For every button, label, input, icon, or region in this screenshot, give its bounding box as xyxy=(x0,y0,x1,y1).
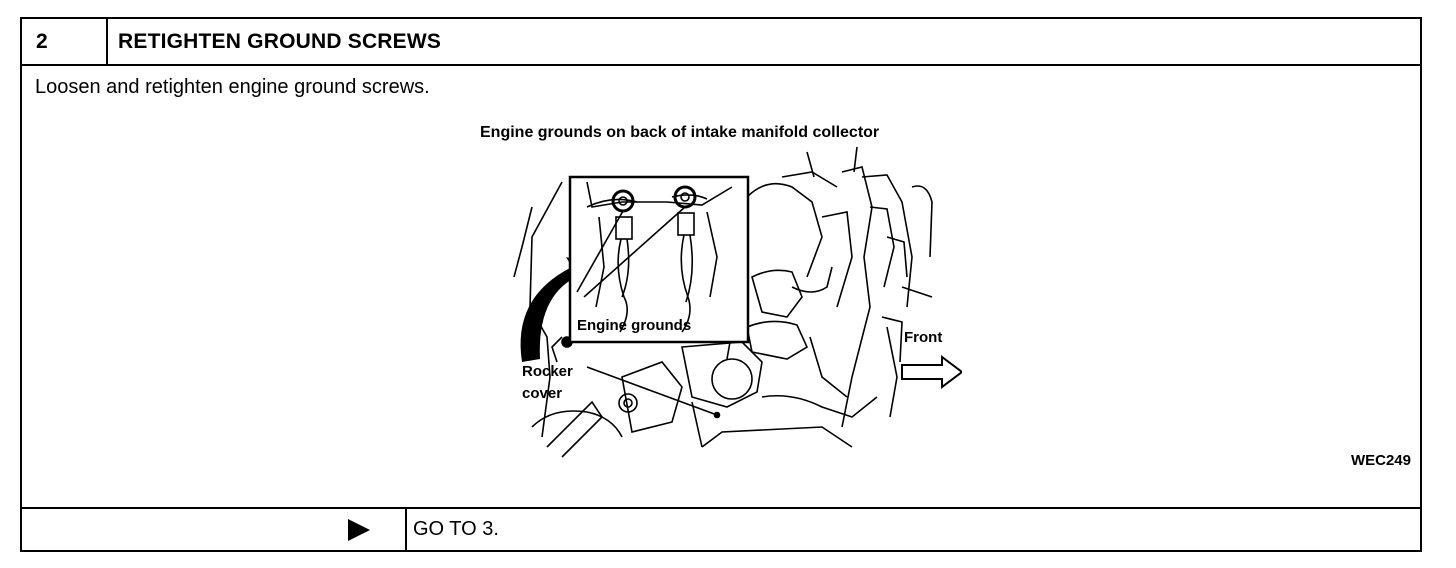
step-title: RETIGHTEN GROUND SCREWS xyxy=(118,30,442,53)
footer-column-divider xyxy=(405,509,407,552)
front-arrow-icon xyxy=(901,355,962,389)
callout-arrow-icon xyxy=(520,257,592,362)
figure-code: WEC249 xyxy=(1350,452,1411,469)
goto-next-step: GO TO 3. xyxy=(413,518,499,540)
label-cover: cover xyxy=(522,385,562,402)
step-number: 2 xyxy=(36,30,48,53)
footer-divider xyxy=(22,507,1420,509)
header-divider xyxy=(22,64,1420,66)
label-front: Front xyxy=(904,329,942,346)
action-arrow-cell xyxy=(22,509,407,552)
label-engine-grounds: Engine grounds xyxy=(577,317,691,334)
step-instruction: Loosen and retighten engine ground screw… xyxy=(35,76,430,98)
label-rocker: Rocker xyxy=(522,363,573,380)
inset-box xyxy=(568,175,750,344)
play-arrow-icon xyxy=(348,519,370,541)
procedure-table: 2 RETIGHTEN GROUND SCREWS Loosen and ret… xyxy=(20,17,1422,552)
figure-caption: Engine grounds on back of intake manifol… xyxy=(480,124,880,141)
engine-ground-illustration: Engine grounds Front Rocker cover xyxy=(513,147,962,458)
header-column-divider xyxy=(106,19,108,64)
